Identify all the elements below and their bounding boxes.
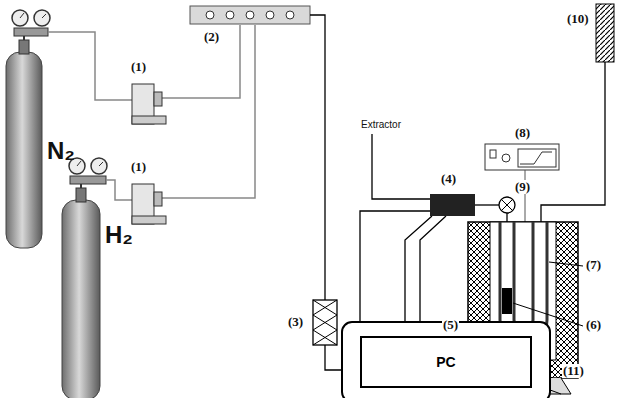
callout-number: (6): [585, 318, 602, 332]
callout-number: (5): [442, 318, 459, 332]
callout-number: (2): [203, 30, 220, 44]
gas-label: H₂: [104, 222, 134, 248]
trap-tube: [541, 4, 614, 222]
callout-number: (10): [566, 12, 590, 26]
gas-lines: [48, 25, 255, 200]
flow-controllers: [132, 84, 166, 224]
h2-cylinder: [62, 158, 107, 398]
callout-number: (1): [130, 160, 147, 174]
callout-number: (4): [440, 172, 457, 186]
filter-column: [313, 300, 337, 345]
callout-number: (1): [130, 60, 147, 74]
leader-lines: [513, 262, 583, 326]
callout-number: (8): [514, 126, 531, 140]
callout-number: (11): [562, 364, 585, 378]
monitor-screen: PC: [360, 336, 532, 388]
manifold: [190, 6, 310, 24]
callout-number: (9): [514, 180, 531, 194]
callout-number: (7): [585, 258, 602, 272]
node-text: PC: [436, 354, 455, 370]
computer: [342, 322, 550, 398]
n2-cylinder: [6, 10, 50, 248]
callout-number: (3): [287, 315, 304, 329]
extractor-label: Extractor: [360, 119, 402, 130]
valve: [499, 197, 515, 222]
detector-box: [430, 194, 475, 216]
gas-label: N₂: [46, 138, 76, 164]
